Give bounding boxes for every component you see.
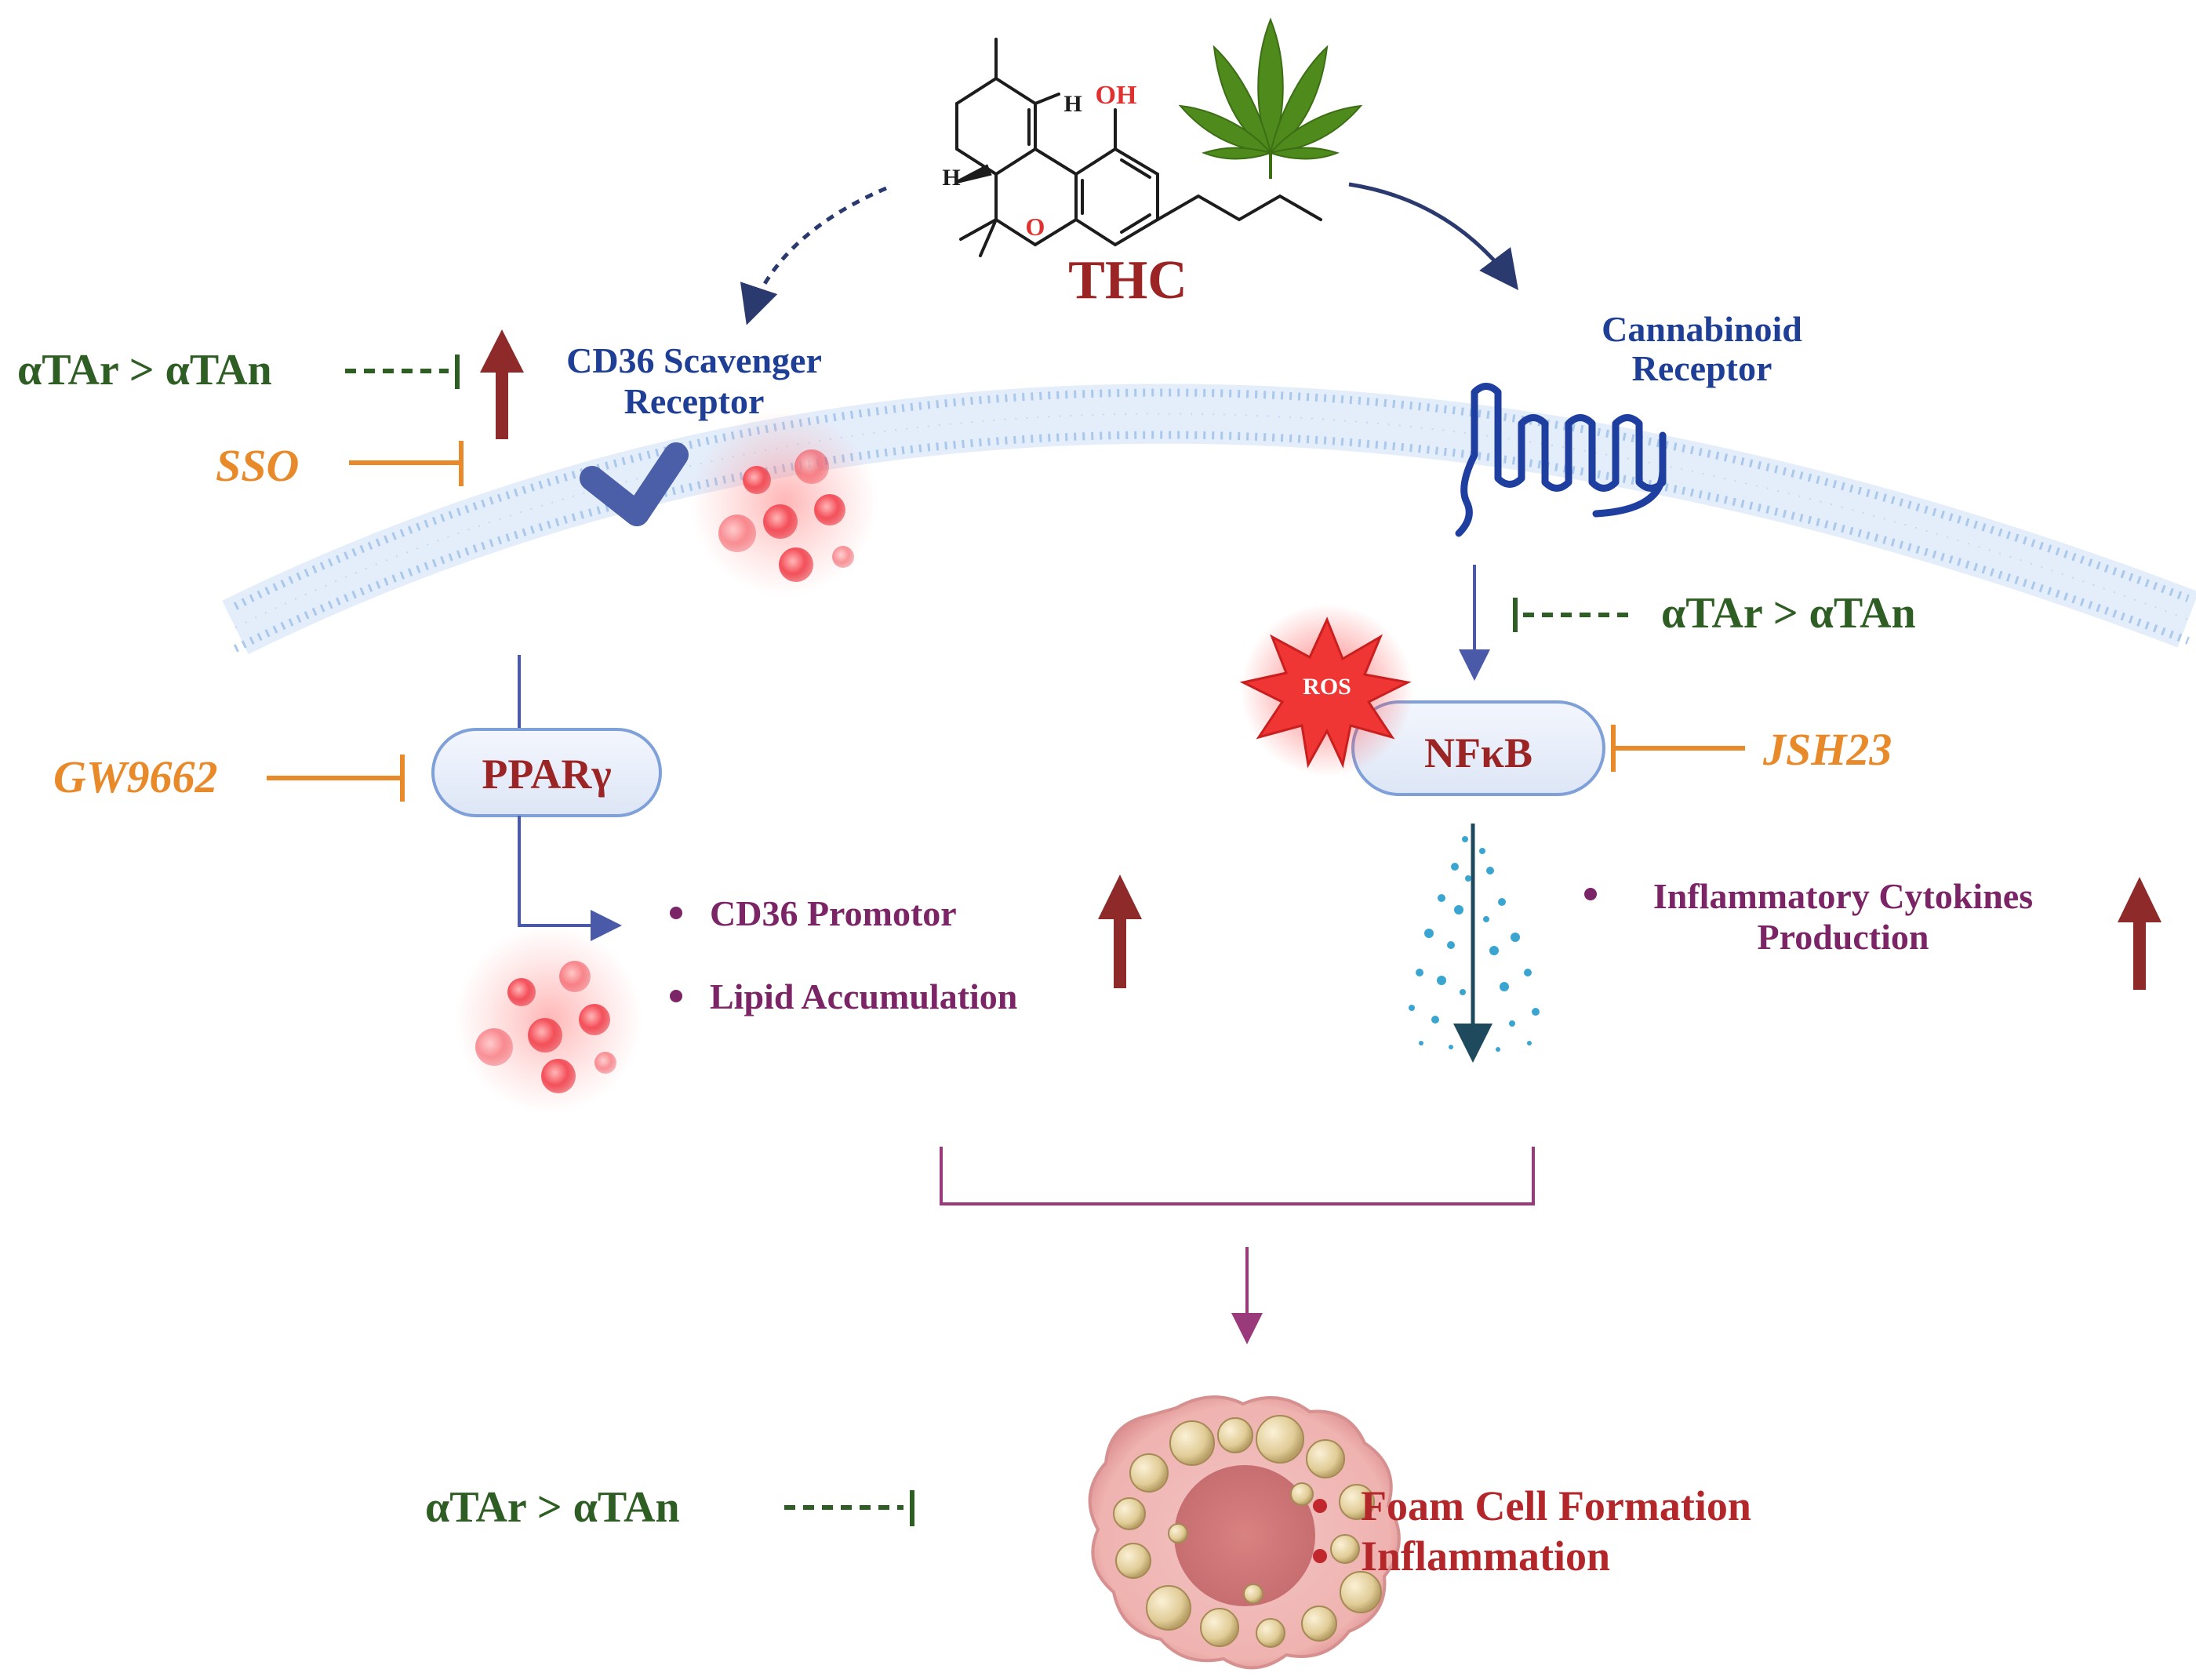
cd36-label-line1: CD36 Scavenger: [566, 340, 822, 380]
bullet: [1313, 1499, 1327, 1513]
cannabis-leaf-icon: [1178, 17, 1363, 179]
nfkb-label: NFκB: [1424, 729, 1532, 776]
ppar-node: [431, 728, 662, 817]
atar-top-left-label: αTAr > αTAn: [17, 346, 272, 395]
up-arrow-icon: [480, 329, 524, 439]
effect-cytokines-line1: Inflammatory Cytokines: [1653, 876, 2033, 916]
jsh23-label: JSH23: [1762, 724, 1892, 775]
outcome-inflammation: Inflammation: [1361, 1533, 1610, 1580]
atar-bottom-label: αTAr > αTAn: [425, 1483, 680, 1532]
ros-label: ROS: [1303, 674, 1351, 700]
cell-membrane: [222, 384, 2196, 655]
bullet: [1313, 1549, 1327, 1563]
thc-h-label: H: [942, 165, 960, 191]
cytokine-release-icon: [1409, 824, 1540, 1063]
thc-to-cd36-arrow: [740, 186, 887, 325]
cannabinoid-label-line2: Receptor: [1632, 348, 1772, 388]
gw9662-label: GW9662: [53, 751, 217, 802]
thc-oh-label: OH: [1096, 81, 1137, 110]
cd36-label-line2: Receptor: [624, 381, 765, 421]
thc-molecule-icon: [955, 38, 1322, 257]
foam-cell-icon: [1088, 1395, 1401, 1670]
thc-h-label: H: [1063, 91, 1082, 117]
lipid-droplets-icon: [455, 925, 643, 1114]
lipid-droplets-icon: [690, 408, 878, 596]
thc-o-label: O: [1026, 213, 1045, 241]
sso-label: SSO: [216, 440, 299, 491]
cannabinoid-receptor-icon: [1455, 383, 1667, 537]
ppar-label: PPARγ: [482, 751, 611, 798]
outcome-foam-cell: Foam Cell Formation: [1361, 1482, 1751, 1529]
effect-cd36-promotor: CD36 Promotor: [710, 893, 957, 933]
bullet: [1584, 888, 1597, 900]
ros-burst-icon: [1239, 604, 1413, 776]
cannabinoid-label-line1: Cannabinoid: [1602, 309, 1802, 349]
cd36-receptor-icon: [580, 442, 689, 526]
bullet: [670, 907, 682, 919]
bullet: [670, 990, 682, 1002]
thc-title: THC: [1068, 250, 1187, 311]
up-arrow-icon: [2118, 877, 2161, 990]
effect-lipid-accumulation: Lipid Accumulation: [710, 976, 1017, 1016]
convergence-bracket: [940, 1147, 1535, 1205]
thc-to-cb-arrow: [1348, 182, 1518, 291]
ppar-to-effects-arrow: [518, 816, 622, 941]
up-arrow-icon: [1098, 875, 1142, 988]
effect-cytokines-line2: Production: [1758, 917, 1929, 957]
atar-right-label: αTAr > αTAn: [1661, 589, 1916, 638]
